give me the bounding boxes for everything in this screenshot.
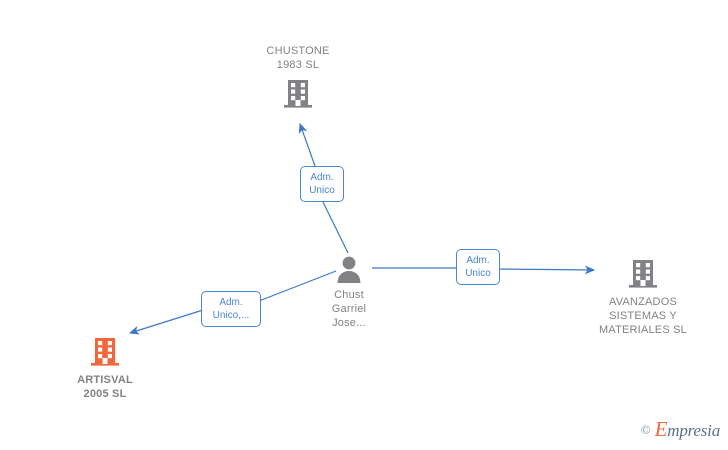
edge-label-person-artisval[interactable]: Adm. Unico,... [201, 291, 261, 327]
node-artisval[interactable]: ARTISVAL 2005 SL [45, 334, 165, 401]
node-chustone-label: CHUSTONE 1983 SL [266, 45, 330, 71]
node-chustone[interactable]: CHUSTONE 1983 SL [238, 44, 358, 115]
edge-label-person-chustone[interactable]: Adm. Unico [300, 166, 344, 202]
node-person-label: Chust Garriel Jose... [331, 289, 367, 329]
building-icon [573, 256, 713, 295]
copyright-icon: © [640, 421, 651, 437]
building-icon [238, 76, 358, 115]
edge-person-artisval [128, 270, 337, 335]
edge-label-person-avanzados[interactable]: Adm. Unico [456, 249, 500, 285]
empresia-watermark: © Empresia [641, 417, 720, 442]
node-person[interactable]: Chust Garriel Jose... [313, 255, 385, 330]
brand-initial: E [654, 417, 668, 441]
building-icon [45, 334, 165, 373]
person-icon [313, 255, 385, 288]
edge-person-avanzados [372, 265, 596, 275]
brand-rest: mpresia [667, 421, 720, 440]
node-avanzados-label: AVANZADOS SISTEMAS Y MATERIALES SL [599, 296, 687, 336]
edge-person-chustone [298, 122, 349, 254]
node-avanzados[interactable]: AVANZADOS SISTEMAS Y MATERIALES SL [573, 256, 713, 337]
node-artisval-label: ARTISVAL 2005 SL [77, 374, 133, 400]
empresia-brand: Empresia [654, 417, 721, 442]
